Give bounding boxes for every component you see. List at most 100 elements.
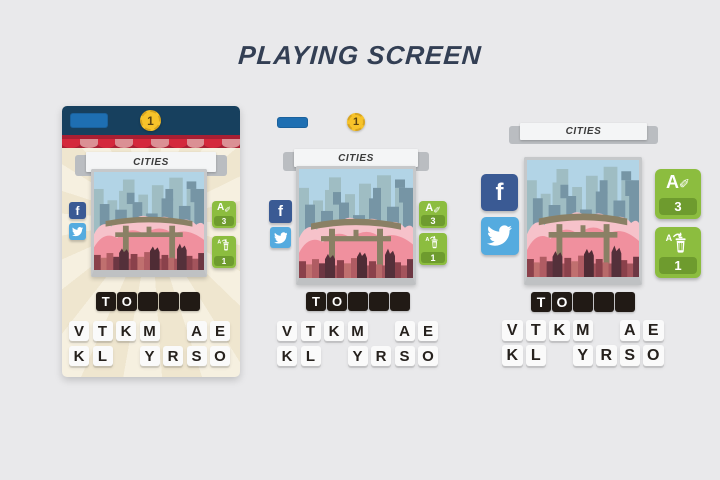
letter-tile[interactable]: V: [502, 320, 523, 341]
letter-tile[interactable]: K: [277, 346, 297, 366]
letter-tile[interactable]: L: [525, 345, 546, 366]
hint-count-badge: 3: [214, 216, 234, 226]
letter-tile[interactable]: R: [596, 345, 617, 366]
letter-tile[interactable]: M: [139, 321, 160, 341]
answer-slot-empty: [180, 292, 200, 311]
answer-slot-empty: [138, 292, 158, 311]
letter-tile[interactable]: A: [619, 320, 640, 341]
answer-slot-empty: [594, 292, 614, 312]
puzzle-image-frame: [91, 169, 207, 277]
letter-tile[interactable]: K: [502, 345, 523, 366]
answer-slot-empty: [369, 292, 389, 311]
hint-reveal-letter-button[interactable]: A✎ 3: [419, 201, 447, 228]
letter-tile[interactable]: S: [619, 345, 640, 366]
answer-slot-filled[interactable]: O: [327, 292, 347, 311]
coin-counter: 1: [140, 110, 161, 131]
letter-tile[interactable]: A: [394, 321, 415, 341]
hint-remove-letters-button[interactable]: A 1: [419, 233, 447, 265]
hint-remove-letters-button[interactable]: A 1: [212, 236, 236, 268]
facebook-share-button[interactable]: f: [269, 200, 292, 223]
answer-slot-empty: [615, 292, 635, 312]
letter-tile[interactable]: T: [300, 321, 321, 341]
page-title: PLAYING SCREEN: [237, 40, 483, 70]
letter-tile[interactable]: R: [371, 346, 391, 366]
answer-slot-filled[interactable]: O: [117, 292, 137, 311]
answer-slot-filled[interactable]: T: [96, 292, 116, 311]
hint-letter-a: A: [425, 202, 434, 214]
screen-variant-full: 1 CITIES: [62, 106, 240, 377]
letter-to-trash-icon: A: [666, 232, 686, 253]
letter-tile[interactable]: L: [300, 346, 321, 366]
letter-tile[interactable]: V: [69, 321, 89, 341]
letter-tile[interactable]: T: [92, 321, 113, 341]
puzzle-image-torii-city: [94, 172, 204, 270]
letter-tile[interactable]: Y: [347, 346, 368, 366]
hint-count-badge: 1: [659, 257, 697, 274]
facebook-share-button[interactable]: f: [69, 202, 86, 219]
answer-slot-empty: [159, 292, 179, 311]
letter-tile[interactable]: Y: [139, 346, 160, 366]
twitter-bird-icon: [487, 225, 513, 247]
letter-tile[interactable]: O: [418, 346, 438, 366]
letter-tile[interactable]: E: [210, 321, 230, 341]
category-label: CITIES: [294, 149, 418, 167]
letter-tile[interactable]: T: [525, 320, 546, 341]
letter-tile[interactable]: A: [186, 321, 207, 341]
answer-slot-empty: [348, 292, 368, 311]
answer-slot-filled[interactable]: O: [552, 292, 572, 312]
pencil-icon: ✎: [679, 174, 690, 190]
coin-count: 1: [147, 113, 154, 128]
progress-bar: [277, 117, 308, 128]
twitter-share-button[interactable]: [69, 223, 86, 240]
twitter-bird-icon: [273, 231, 288, 244]
hint-count-badge: 1: [421, 252, 445, 263]
hint-remove-letters-button[interactable]: A 1: [655, 227, 701, 278]
facebook-icon: f: [495, 178, 504, 206]
twitter-share-button[interactable]: [270, 227, 291, 248]
letter-tile[interactable]: E: [643, 320, 664, 341]
category-label: CITIES: [520, 123, 647, 140]
letter-tile[interactable]: R: [163, 346, 183, 366]
letter-tile[interactable]: K: [549, 320, 570, 341]
letter-tile[interactable]: S: [394, 346, 415, 366]
letter-tile[interactable]: M: [347, 321, 368, 341]
hint-reveal-letter-button[interactable]: A✎ 3: [655, 169, 701, 219]
twitter-share-button[interactable]: [481, 217, 519, 255]
letter-tile[interactable]: Y: [572, 345, 593, 366]
letter-tile[interactable]: V: [277, 321, 297, 341]
svg-text:A: A: [217, 240, 221, 246]
category-label: CITIES: [86, 152, 216, 172]
facebook-icon: f: [75, 203, 80, 218]
coin-count: 1: [352, 116, 360, 128]
letter-tile[interactable]: S: [186, 346, 207, 366]
letter-tile[interactable]: E: [418, 321, 438, 341]
puzzle-image-torii-city: [527, 160, 639, 277]
letter-tile[interactable]: O: [210, 346, 230, 366]
letter-tile[interactable]: K: [69, 346, 89, 366]
hint-reveal-letter-button[interactable]: A✎ 3: [212, 201, 236, 228]
letter-tile[interactable]: L: [92, 346, 113, 366]
pencil-icon: ✎: [224, 204, 231, 213]
puzzle-image-frame: [296, 166, 416, 285]
hint-count-badge: 1: [214, 256, 234, 266]
hint-letter-a: A: [217, 202, 225, 213]
puzzle-image-frame: [524, 157, 642, 285]
answer-slot-filled[interactable]: T: [306, 292, 326, 311]
letter-tile[interactable]: K: [116, 321, 136, 341]
hint-count-badge: 3: [421, 215, 445, 226]
awning-decoration: [62, 135, 240, 148]
letter-tile[interactable]: M: [572, 320, 593, 341]
letter-tile[interactable]: K: [324, 321, 344, 341]
answer-slot-filled[interactable]: T: [531, 292, 551, 312]
twitter-bird-icon: [71, 226, 84, 237]
letter-tile[interactable]: O: [643, 345, 664, 366]
pencil-icon: ✎: [433, 204, 441, 214]
facebook-share-button[interactable]: f: [481, 174, 518, 211]
